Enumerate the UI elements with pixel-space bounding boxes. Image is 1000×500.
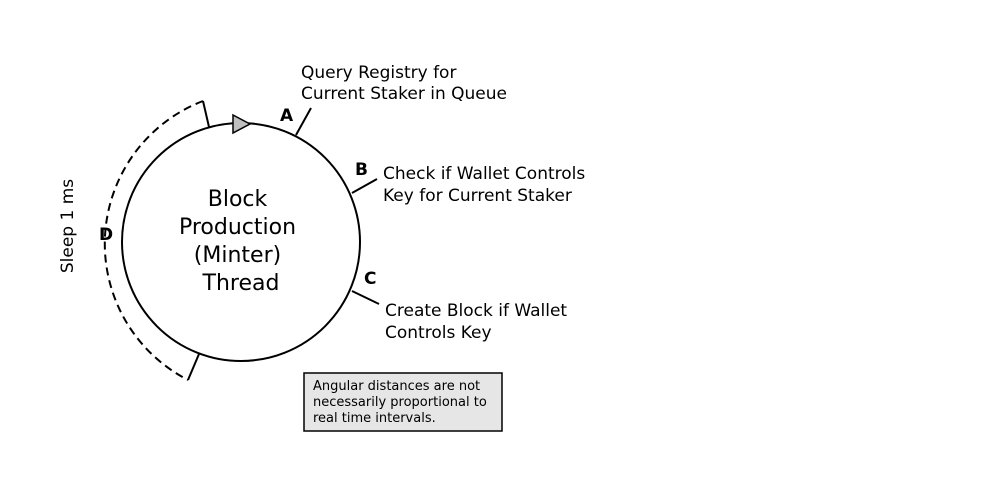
center-label-line: (Minter) [194,243,281,268]
step-c-line: Create Block if Wallet [385,301,567,321]
direction-arrow-icon [232,113,252,135]
step-a-line: Query Registry for [301,63,456,83]
step-c-label: Create Block if Wallet Controls Key [385,301,573,343]
step-b-line: Key for Current Staker [383,186,572,206]
sleep-arc-start-tick [202,100,210,128]
sleep-label: Sleep 1 ms [58,179,78,273]
step-a-tick [295,107,312,136]
sleep-arc-end-tick [187,353,200,381]
step-c-line: Controls Key [385,323,492,343]
step-b-label: Check if Wallet Controls Key for Current… [383,164,591,206]
center-label-line: Production [179,215,296,240]
center-label-line: Block [208,187,268,212]
note-line: Angular distances are not [313,379,480,394]
note-text: Angular distances are not necessarily pr… [313,379,491,426]
step-b-letter: B [355,160,368,180]
cycle-circle [121,122,361,362]
step-d-letter: D [99,225,113,245]
note-box [303,372,503,432]
step-a-letter: A [280,106,294,126]
center-label: Block Production (Minter) Thread [179,187,303,296]
step-c-tick [351,290,380,305]
step-a-label: Query Registry for Current Staker in Que… [301,63,507,104]
step-c-letter: C [364,269,376,289]
step-b-tick [351,178,378,194]
step-a-line: Current Staker in Queue [301,84,507,104]
step-b-line: Check if Wallet Controls [383,164,585,184]
sleep-arc [103,100,204,381]
center-label-line: Thread [202,271,280,296]
note-line: real time intervals. [313,411,436,426]
note-line: necessarily proportional to [313,395,487,410]
